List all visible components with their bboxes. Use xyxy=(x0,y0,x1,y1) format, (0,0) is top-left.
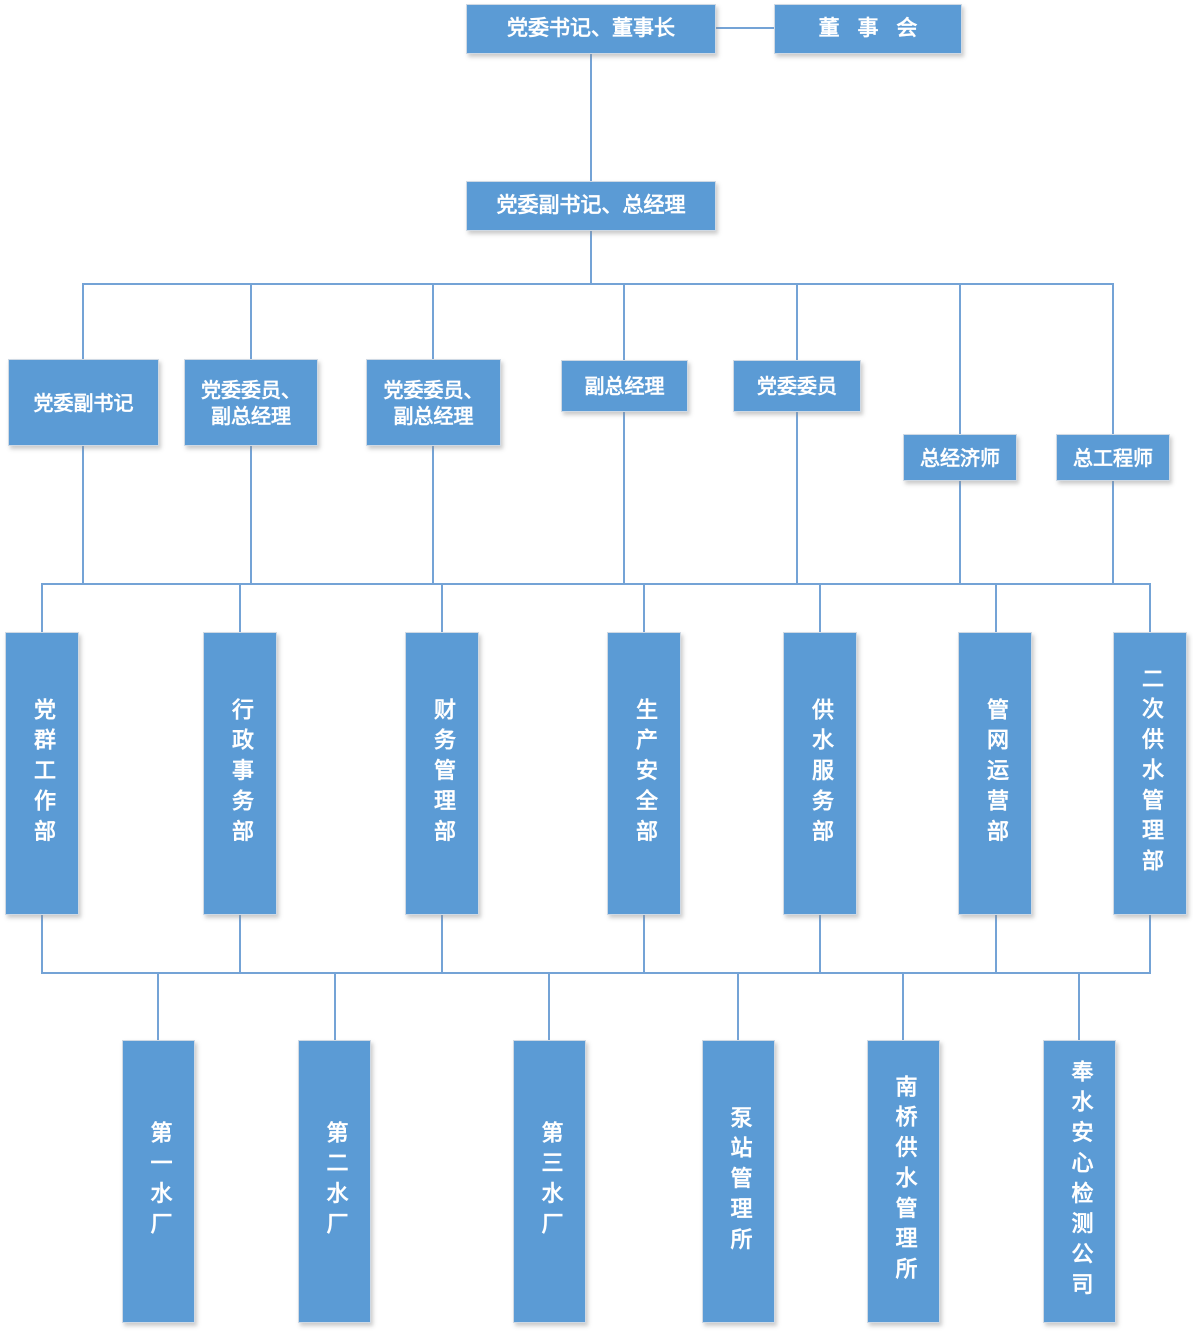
connector-line xyxy=(819,583,821,632)
connector-line xyxy=(623,283,625,360)
connector-line xyxy=(995,915,997,972)
dept-secondary-water-supply-management: 二次供水管理部 xyxy=(1113,632,1187,915)
dept-water-supply-service: 供水服务部 xyxy=(783,632,857,915)
unit-third-water-plant: 第三水厂 xyxy=(513,1040,586,1323)
connector-line xyxy=(82,283,1114,285)
dept-party-mass-work: 党群工作部 xyxy=(5,632,79,915)
unit-pump-station-management-office: 泵站管理所 xyxy=(702,1040,775,1323)
connector-line xyxy=(623,412,625,583)
connector-line xyxy=(432,446,434,583)
org-node-committee-vice-gm-1: 党委委员、 副总经理 xyxy=(184,359,318,446)
connector-line xyxy=(157,972,159,1040)
connector-line xyxy=(737,972,739,1040)
connector-line xyxy=(441,583,443,632)
connector-line xyxy=(41,972,1151,974)
org-node-deputy-secretary-general-manager: 党委副书记、总经理 xyxy=(466,181,716,231)
connector-line xyxy=(902,972,904,1040)
unit-first-water-plant: 第一水厂 xyxy=(122,1040,195,1323)
connector-line xyxy=(82,283,84,359)
org-node-committee-member: 党委委员 xyxy=(733,360,861,412)
org-node-deputy-party-secretary: 党委副书记 xyxy=(8,359,159,446)
dept-pipeline-network-operation: 管网运营部 xyxy=(958,632,1032,915)
connector-line xyxy=(239,915,241,972)
connector-line xyxy=(590,231,592,283)
unit-second-water-plant: 第二水厂 xyxy=(298,1040,371,1323)
connector-line xyxy=(41,583,1151,585)
connector-line xyxy=(1149,915,1151,972)
connector-line xyxy=(796,412,798,583)
org-node-board-of-directors: 董事会 xyxy=(774,4,962,54)
connector-line xyxy=(250,283,252,359)
connector-line xyxy=(819,915,821,972)
dept-finance-management: 财务管理部 xyxy=(405,632,479,915)
connector-line xyxy=(959,481,961,583)
connector-line xyxy=(41,915,43,972)
connector-line xyxy=(432,283,434,359)
connector-line xyxy=(239,583,241,632)
connector-line xyxy=(643,583,645,632)
org-node-chief-economist: 总经济师 xyxy=(903,434,1017,481)
unit-nanqiao-water-supply-office: 南桥供水管理所 xyxy=(867,1040,940,1323)
connector-line xyxy=(1112,283,1114,434)
connector-line xyxy=(959,283,961,434)
org-node-party-secretary-chairman: 党委书记、董事长 xyxy=(466,4,716,54)
connector-line xyxy=(548,972,550,1040)
connector-line xyxy=(995,583,997,632)
org-node-chief-engineer: 总工程师 xyxy=(1056,434,1170,481)
connector-line xyxy=(82,446,84,583)
connector-line xyxy=(1078,972,1080,1040)
connector-line xyxy=(1149,583,1151,632)
org-node-committee-vice-gm-2: 党委委员、 副总经理 xyxy=(366,359,501,446)
unit-fengshui-testing-company: 奉水安心检测公司 xyxy=(1043,1040,1116,1323)
connector-line xyxy=(643,915,645,972)
connector-line xyxy=(716,27,778,29)
connector-line xyxy=(1112,481,1114,583)
connector-line xyxy=(250,446,252,583)
org-node-vice-general-manager: 副总经理 xyxy=(561,360,688,412)
connector-line xyxy=(796,283,798,360)
connector-line xyxy=(41,583,43,632)
dept-production-safety: 生产安全部 xyxy=(607,632,681,915)
connector-line xyxy=(441,915,443,972)
dept-administrative-affairs: 行政事务部 xyxy=(203,632,277,915)
connector-line xyxy=(334,972,336,1040)
connector-line xyxy=(590,54,592,181)
